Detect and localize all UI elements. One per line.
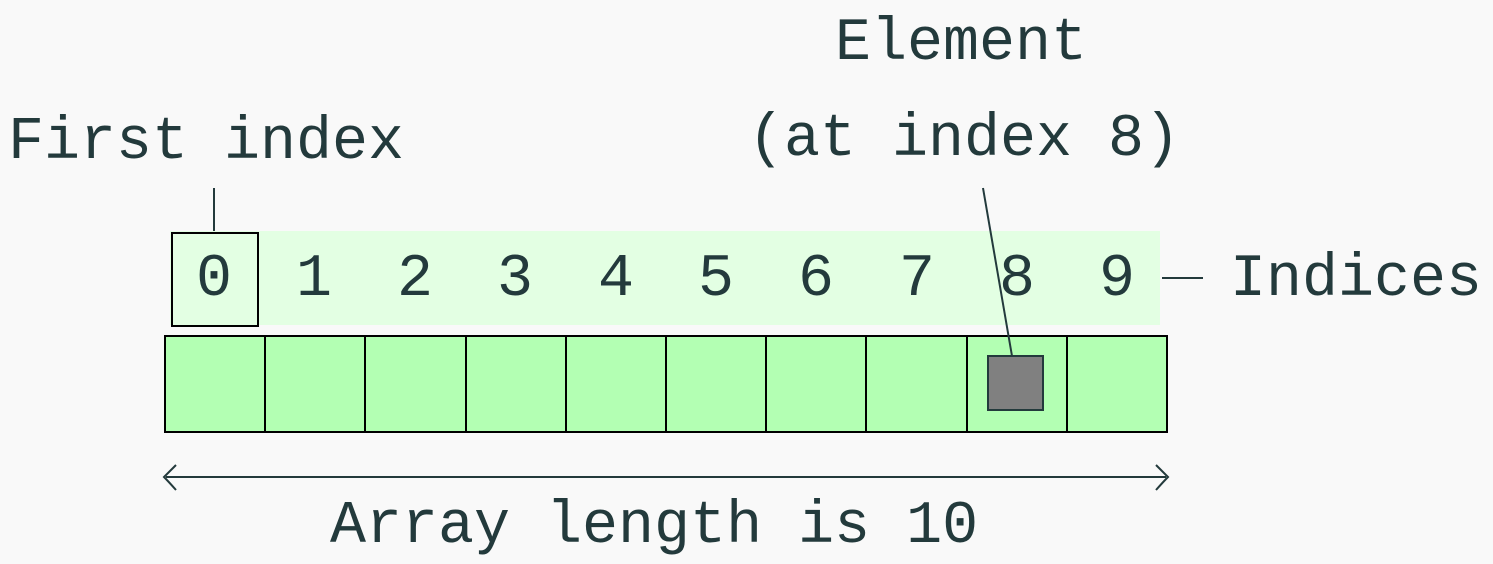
array-cell-4	[566, 337, 668, 431]
index-7: 7	[898, 246, 935, 314]
element-label-line1: Element	[835, 10, 1088, 78]
index-1: 1	[295, 246, 332, 314]
first-index-box	[171, 232, 259, 327]
array-cell-5	[667, 337, 768, 431]
array-cell-2	[366, 337, 467, 431]
array-cell-9	[1067, 337, 1167, 431]
array-cell-7	[867, 337, 968, 431]
index-0: 0	[195, 246, 232, 314]
index-2: 2	[396, 246, 433, 314]
element-pointer-line	[982, 187, 1013, 357]
index-5: 5	[697, 246, 734, 314]
index-6: 6	[797, 246, 834, 314]
index-3: 3	[496, 246, 533, 314]
array-cell-1	[266, 337, 367, 431]
length-arrow-icon	[162, 464, 1170, 491]
array-cells	[164, 335, 1168, 433]
array-cell-6	[767, 337, 868, 431]
element-square	[987, 355, 1044, 411]
array-length-label: Array length is 10	[330, 493, 979, 561]
index-4: 4	[597, 246, 634, 314]
first-index-label: First index	[8, 109, 405, 177]
element-label-line2: (at index 8)	[748, 106, 1181, 174]
array-cell-3	[466, 337, 567, 431]
array-cell-0	[166, 337, 267, 431]
index-8: 8	[998, 246, 1035, 314]
indices-label: Indices	[1230, 246, 1483, 314]
index-band	[170, 231, 1160, 325]
index-9: 9	[1098, 246, 1135, 314]
